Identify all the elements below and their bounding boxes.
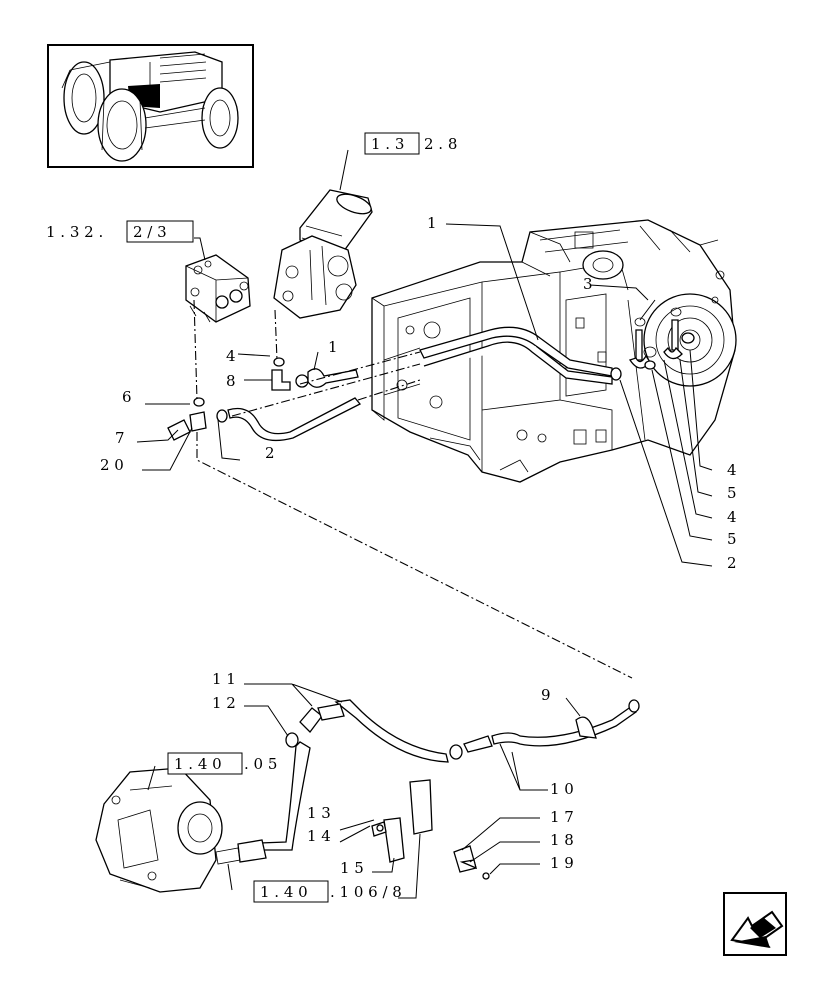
reference-box-1328: 1 . 3 2 . 8 (364, 132, 457, 155)
callout-19: 1 9 (550, 854, 574, 872)
callout-20: 2 0 (100, 456, 124, 474)
callout-12: 1 2 (212, 694, 236, 712)
leader-lines (136, 149, 713, 899)
callout-10: 1 0 (550, 780, 574, 798)
upper-pipes (227, 307, 695, 442)
callout-9: 9 (541, 686, 551, 704)
reference-box-text: 1 . 4 0 (260, 883, 308, 901)
reference-box-140-106: 1 . 4 0 . 1 0 6 / 8 (253, 880, 402, 903)
callout-labels: 1 3 4 1 8 6 7 2 2 0 4 5 4 5 2 9 1 1 1 2 … (100, 214, 737, 877)
reference-tail-text: . 0 5 (244, 755, 277, 773)
callout-2-left: 2 (265, 444, 275, 462)
callout-15: 1 5 (340, 859, 364, 877)
callout-13: 1 3 (307, 804, 331, 822)
brackets (371, 779, 490, 880)
previous-page-arrow-icon[interactable] (723, 892, 787, 956)
reference-head-text: 1 . 3 2 . (46, 223, 103, 241)
callout-4-left: 4 (226, 347, 236, 365)
callout-1-top: 1 (427, 214, 437, 232)
rear-axle-housing (95, 767, 223, 893)
callout-18: 1 8 (550, 831, 574, 849)
lower-pipe-assembly (215, 699, 640, 865)
callout-3: 3 (583, 275, 593, 293)
tractor-thumbnail-icon (47, 44, 254, 168)
reference-tail-text: 2 . 8 (424, 135, 457, 153)
control-valve-block (185, 254, 251, 323)
reference-box-text: 2 / 3 (133, 223, 167, 241)
callout-1-mid: 1 (328, 338, 338, 356)
callout-2-right: 2 (727, 554, 737, 572)
reference-box-140-05: 1 . 4 0 . 0 5 (167, 752, 277, 775)
callout-11: 1 1 (212, 670, 236, 688)
callout-8: 8 (226, 372, 236, 390)
connection-lines (193, 299, 633, 679)
callout-4-right-b: 4 (727, 508, 737, 526)
reference-box-text: 1 . 4 0 (174, 755, 222, 773)
upper-fittings (167, 357, 309, 441)
reference-tail-text: . 1 0 6 / 8 (330, 883, 402, 901)
reference-box-text: 1 . 3 (371, 135, 404, 153)
callout-4-right-a: 4 (727, 461, 737, 479)
callout-6: 6 (122, 388, 132, 406)
reference-box-132: 1 . 3 2 . 2 / 3 (46, 220, 194, 243)
callout-5-right-a: 5 (727, 484, 737, 502)
callout-5-right-b: 5 (727, 530, 737, 548)
callout-7: 7 (115, 429, 125, 447)
callout-17: 1 7 (550, 808, 574, 826)
callout-14: 1 4 (307, 827, 331, 845)
filter-pump-assembly (273, 189, 373, 319)
